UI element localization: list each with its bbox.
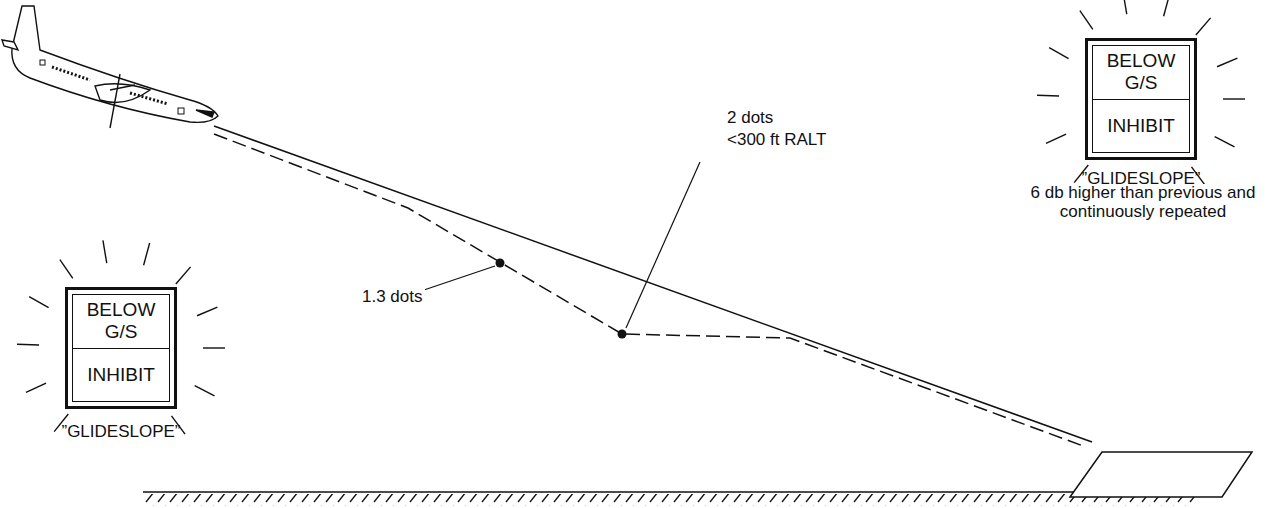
deviation-label: <300 ft RALT [725, 131, 828, 150]
note-text: 6 db higher than previous and continuous… [1026, 184, 1260, 221]
alert-ray [1046, 134, 1066, 143]
annunciator-box: BELOW G/SINHIBIT”GLIDESLOPE” [65, 287, 177, 409]
alert-ray [197, 307, 217, 316]
annunciator-box: BELOW G/SINHIBIT”GLIDESLOPE” [1085, 38, 1197, 160]
annunciator-legend: BELOW G/S [1093, 46, 1189, 99]
aural-alert: ”GLIDESLOPE” [28, 422, 214, 442]
deviation-label: 2 dots [725, 109, 775, 128]
ground-hatching [143, 494, 1197, 506]
alert-ray [1037, 94, 1059, 96]
alert-ray [1223, 98, 1245, 99]
alert-ray [1217, 58, 1237, 67]
alert-ray [29, 297, 48, 308]
annunciator-face: BELOW G/SINHIBIT [1092, 45, 1190, 153]
alert-ray [1164, 0, 1170, 16]
annunciator-legend: BELOW G/S [73, 295, 169, 348]
deviation-point [618, 330, 627, 339]
deviation-label: 1.3 dots [360, 288, 425, 307]
alert-ray [195, 386, 215, 396]
airplane [2, 6, 218, 128]
alert-ray [103, 240, 107, 263]
alert-ray [1196, 18, 1211, 35]
deviation-point [496, 259, 505, 268]
glideslope-beam [214, 126, 1092, 442]
ground-line [143, 491, 1197, 493]
leader-line [626, 162, 700, 328]
alert-ray [1049, 48, 1068, 59]
runway [1070, 452, 1252, 497]
alert-ray [1215, 137, 1235, 147]
inhibit-legend: INHIBIT [1093, 99, 1189, 153]
alert-ray [17, 343, 39, 345]
alert-ray [1080, 11, 1093, 30]
flight-path [214, 134, 1086, 447]
alert-ray [26, 383, 46, 392]
annunciator-face: BELOW G/SINHIBIT [72, 294, 170, 402]
alert-ray [60, 260, 73, 279]
inhibit-legend: INHIBIT [73, 348, 169, 402]
alert-ray [144, 243, 150, 265]
alert-ray [203, 347, 225, 348]
leader-line [418, 266, 495, 292]
alert-ray [1123, 0, 1127, 14]
alert-ray [176, 267, 191, 284]
